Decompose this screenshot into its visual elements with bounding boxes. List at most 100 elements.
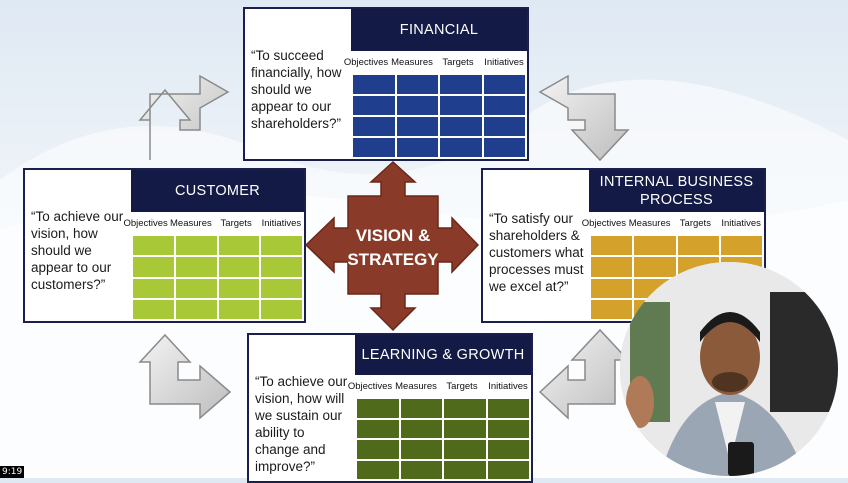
col-initiatives: Initiatives [484,57,524,68]
grid-cell [357,460,399,479]
grid-cell [483,96,525,115]
grid-cell [444,440,486,459]
grid-cell [133,299,174,319]
grid-cell [440,75,482,94]
col-measures: Measures [170,218,212,229]
grid-cell [440,117,482,136]
internal-process-title: INTERNAL BUSINESS PROCESS [589,170,764,212]
learning-growth-grid [355,397,531,481]
grid-cell [444,419,486,438]
learning-growth-quote: “To achieve our vision, how will we sust… [255,374,348,474]
col-objectives: Objectives [343,57,389,68]
center-line2: STRATEGY [347,250,439,269]
grid-cell [444,399,486,418]
col-targets: Targets [442,57,474,68]
arrow-top-left [138,74,230,160]
grid-cell [440,138,482,157]
grid-cell [400,440,442,459]
grid-cell [440,96,482,115]
col-measures: Measures [395,381,437,392]
grid-cell [353,75,395,94]
arrow-bottom-right [538,328,630,420]
grid-cell [218,299,260,319]
grid-cell [591,236,633,256]
customer-title: CUSTOMER [131,170,304,212]
col-initiatives: Initiatives [261,218,302,229]
grid-cell [487,419,529,438]
internal-process-quote: “To satisfy our shareholders & customers… [489,211,584,294]
customer-grid [131,234,304,321]
col-measures: Measures [628,218,671,229]
grid-cell [357,399,399,418]
grid-cell [483,117,525,136]
grid-cell [487,399,529,418]
learning-growth-columns: Objectives Measures Targets Initiatives [347,381,531,392]
financial-grid [351,73,527,159]
col-objectives: Objectives [347,381,393,392]
col-objectives: Objectives [123,218,168,229]
grid-cell [353,117,395,136]
financial-columns: Objectives Measures Targets Initiatives [343,57,527,68]
customer-quote: “To achieve our vision, how should we ap… [31,209,124,292]
col-targets: Targets [446,381,478,392]
grid-cell [487,460,529,479]
grid-cell [133,278,174,298]
grid-cell [261,278,302,298]
grid-cell [444,460,486,479]
customer-columns: Objectives Measures Targets Initiatives [123,218,304,229]
presenter-image [620,262,838,476]
col-objectives: Objectives [581,218,627,229]
financial-quote: “To succeed financially, how should we a… [251,48,342,131]
col-measures: Measures [391,57,433,68]
grid-cell [591,278,633,298]
grid-cell [483,138,525,157]
grid-cell [400,419,442,438]
grid-cell [400,399,442,418]
arrow-bottom-left [138,333,232,420]
grid-cell [133,236,174,256]
grid-cell [720,236,762,256]
grid-cell [261,257,302,277]
grid-cell [133,257,174,277]
grid-cell [175,278,217,298]
grid-cell [353,96,395,115]
grid-cell [634,257,676,277]
grid-cell [396,96,438,115]
grid-cell [396,117,438,136]
grid-cell [353,138,395,157]
grid-cell [261,236,302,256]
grid-cell [175,236,217,256]
grid-cell [487,440,529,459]
col-initiatives: Initiatives [721,218,761,229]
grid-cell [591,257,633,277]
col-initiatives: Initiatives [488,381,528,392]
grid-cell [175,299,217,319]
grid-cell [218,278,260,298]
grid-cell [218,257,260,277]
col-targets: Targets [220,218,252,229]
arrow-top-right [538,74,630,162]
grid-cell [483,75,525,94]
grid-cell [357,440,399,459]
grid-cell [677,236,719,256]
grid-cell [218,236,260,256]
financial-box: “To succeed financially, how should we a… [243,7,529,161]
internal-process-columns: Objectives Measures Targets Initiatives [581,218,764,229]
col-targets: Targets [679,218,711,229]
presenter-webcam [620,262,838,476]
grid-cell [175,257,217,277]
center-line1: VISION & [356,226,431,245]
grid-cell [634,236,676,256]
grid-cell [261,299,302,319]
grid-cell [357,419,399,438]
learning-growth-title: LEARNING & GROWTH [355,335,531,375]
grid-cell [400,460,442,479]
financial-title: FINANCIAL [351,9,527,51]
customer-box: “To achieve our vision, how should we ap… [23,168,306,323]
grid-cell [396,75,438,94]
grid-cell [396,138,438,157]
grid-cell [591,299,633,319]
video-timestamp: 9:19 [0,466,25,478]
